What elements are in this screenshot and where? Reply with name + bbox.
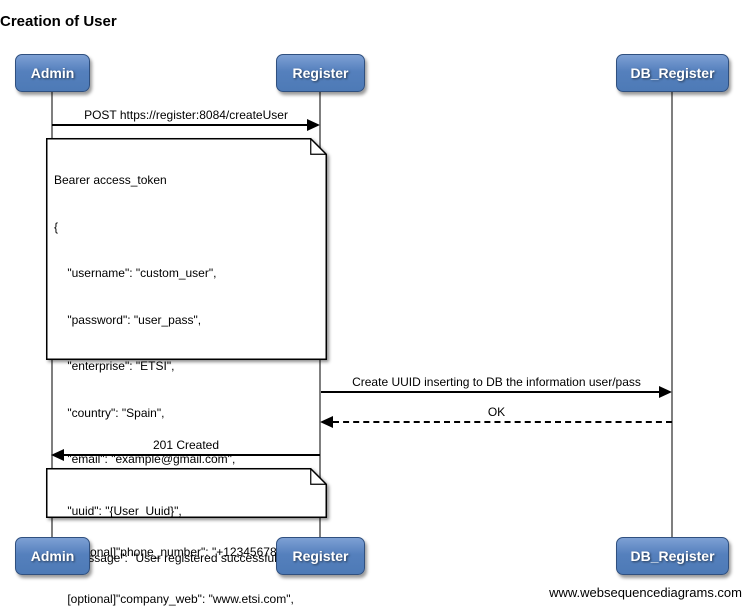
actor-register-top: Register [276, 54, 365, 92]
arrowhead-right-icon [659, 386, 672, 398]
actor-register-bottom: Register [276, 537, 365, 575]
lifeline-db-register [671, 92, 673, 538]
message-line-ok [333, 421, 672, 423]
note-response-body: "uuid": "{User_Uuid}", "message": "User … [46, 468, 327, 565]
arrowhead-right-icon [307, 119, 320, 131]
actor-admin-top: Admin [15, 54, 90, 92]
actor-admin-bottom: Admin [15, 537, 90, 575]
message-line-post [52, 124, 308, 126]
message-label-create-uuid: Create UUID inserting to DB the informat… [352, 375, 641, 389]
actor-db-register-top: DB_Register [616, 54, 729, 92]
note-line: Bearer access_token [54, 173, 167, 187]
note-request-body-text: Bearer access_token { "username": "custo… [54, 143, 294, 610]
arrowhead-left-icon [51, 449, 64, 461]
note-line: [optional]"phone_number": "+123456789", [54, 545, 291, 559]
actor-db-register-bottom: DB_Register [616, 537, 729, 575]
note-outline [46, 468, 327, 518]
message-line-create-uuid [321, 391, 660, 393]
watermark-url: www.websequencediagrams.com [549, 585, 742, 600]
note-request-body: Bearer access_token { "username": "custo… [46, 138, 327, 606]
arrowhead-left-icon [320, 416, 333, 428]
message-line-201-created [64, 454, 320, 456]
note-line: "username": "custom_user", [54, 266, 217, 280]
message-label-ok: OK [487, 405, 506, 419]
note-line: [optional]"company_web": "www.etsi.com", [54, 591, 294, 606]
note-line: { [54, 219, 59, 234]
note-line: "enterprise": "ETSI", [54, 359, 175, 373]
message-label-post: POST https://register:8084/createUser [84, 108, 288, 122]
note-line: "password": "user_pass", [54, 312, 202, 327]
note-outline [46, 138, 327, 360]
note-line: "uuid": "{User_Uuid}", [54, 504, 182, 518]
note-response-body-text: "uuid": "{User_Uuid}", "message": "User … [54, 474, 289, 596]
note-line: "country": "Spain", [54, 405, 165, 420]
diagram-title: Creation of User [0, 13, 117, 30]
message-label-201-created: 201 Created [152, 438, 220, 452]
